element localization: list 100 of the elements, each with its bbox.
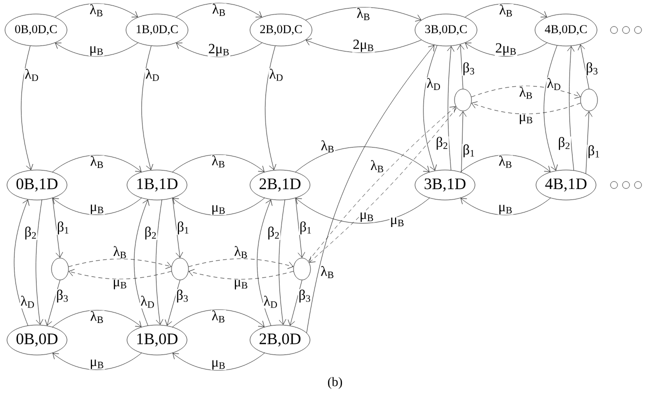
- edge-label: λ$_{B}$: [498, 156, 512, 168]
- arrow: [54, 3, 138, 18]
- state-circle: [293, 258, 311, 280]
- caption: (b): [328, 377, 342, 389]
- edge-label: λ$_{D}$: [146, 68, 159, 81]
- edge-label: λ$_{D}$: [426, 78, 440, 90]
- arrow: [52, 310, 142, 328]
- arrow: [464, 4, 547, 18]
- edge-label: λ$_{B}$: [212, 310, 224, 322]
- edge-label: λ$_{B}$: [320, 266, 334, 278]
- edge-label: μ$_{B}$: [114, 280, 126, 290]
- arrow: [264, 46, 276, 170]
- edge-label: β$_{1}$: [300, 222, 311, 234]
- arrow: [55, 42, 138, 57]
- edge-label: β$_{1}$: [178, 222, 188, 234]
- arrow: [305, 7, 422, 22]
- arrow: [578, 44, 590, 89]
- edge-label: β$_{3}$: [586, 62, 598, 76]
- edge-label: β$_{1}$: [58, 222, 68, 234]
- edge-label: β$_{3}$: [177, 290, 188, 303]
- arrow: [188, 269, 294, 280]
- arrow: [52, 155, 142, 172]
- arrow: [457, 44, 464, 89]
- edge-label: λ$_{B}$: [212, 4, 225, 16]
- arrow: [567, 46, 575, 171]
- edge-label: μ$_{B}$: [90, 360, 104, 370]
- arrow: [471, 86, 580, 99]
- edge-label: μ$_{B}$: [360, 212, 374, 222]
- edge-label: λ$_{B}$: [90, 156, 103, 168]
- arrow: [176, 42, 262, 58]
- edge-label: λ$_{B}$: [519, 86, 532, 99]
- edge-label: λ$_{B}$: [113, 246, 126, 258]
- state-circle: [171, 258, 189, 280]
- arrow: [459, 111, 467, 172]
- arrow: [278, 200, 286, 325]
- edge-label: λ$_{B}$: [234, 246, 247, 258]
- arrow: [544, 45, 558, 171]
- edge-label: 2μ$_{B}$: [353, 40, 374, 52]
- arrow: [68, 258, 172, 269]
- arrow: [447, 46, 454, 170]
- edge-label: μ$_{B}$: [212, 360, 225, 370]
- edge-label: 2μ$_{B}$: [496, 43, 516, 56]
- arrow: [52, 198, 64, 258]
- arrow: [141, 46, 154, 170]
- edge-label: λ$_{B}$: [356, 8, 370, 20]
- arrow: [256, 200, 272, 326]
- edge-label: λ$_{D}$: [264, 296, 277, 308]
- edge-label: μ$_{B}$: [234, 280, 248, 290]
- arrow: [36, 200, 44, 325]
- arrow: [68, 269, 172, 280]
- arrow: [164, 280, 180, 326]
- edge-label: β$_{3}$: [57, 290, 68, 303]
- edge-label: λ$_{D}$: [270, 68, 283, 81]
- arrow: [296, 198, 430, 224]
- arrow: [14, 200, 30, 326]
- edge-label: β$_{1}$: [464, 144, 474, 158]
- arrow: [460, 198, 551, 216]
- arrow: [172, 154, 264, 172]
- arrow: [134, 200, 150, 326]
- state-circle: [454, 88, 472, 112]
- arrow: [172, 198, 184, 258]
- arrow: [176, 2, 262, 18]
- edge-label: β$_{2}$: [268, 226, 279, 240]
- arrow: [44, 280, 60, 326]
- edge-label: β$_{1}$: [588, 145, 600, 158]
- edge-label: β$_{2}$: [558, 137, 570, 150]
- edge-label: β$_{2}$: [25, 226, 36, 240]
- edge-label: λ$_{B}$: [212, 155, 224, 168]
- arrow: [460, 154, 550, 172]
- edge-label: λ$_{B}$: [370, 160, 384, 172]
- arrow: [423, 45, 438, 171]
- arrow: [52, 352, 142, 370]
- edge-label: λ$_{D}$: [140, 296, 154, 308]
- edge-label: μ$_{B}$: [90, 46, 103, 56]
- edge-label: μ$_{B}$: [520, 114, 532, 124]
- edge-label: λ$_{B}$: [90, 4, 102, 16]
- edge-label: μ$_{B}$: [499, 204, 512, 214]
- edge-label: λ$_{B}$: [90, 310, 103, 323]
- arrow: [472, 101, 581, 114]
- edge-label: μ$_{B}$: [90, 204, 104, 214]
- state-circle: [51, 258, 69, 280]
- edge-label: β$_{2}$: [145, 226, 156, 240]
- edge-label: λ$_{D}$: [25, 68, 38, 81]
- arrow: [288, 280, 302, 326]
- arrow: [465, 42, 548, 56]
- arrow: [306, 38, 422, 53]
- edge-label: β$_{2}$: [436, 136, 448, 150]
- edge-label: λ$_{D}$: [20, 296, 34, 308]
- state-circle: [580, 88, 598, 112]
- edge-label: 2μ$_{B}$: [208, 44, 229, 56]
- edge-label: μ$_{B}$: [391, 218, 404, 228]
- arrow: [172, 198, 265, 216]
- edge-label: λ$_{B}$: [321, 140, 334, 152]
- arrow: [188, 258, 294, 269]
- edge-label: λ$_{B}$: [499, 4, 512, 16]
- arrow: [52, 198, 142, 215]
- arrow: [306, 45, 434, 334]
- edge-label: μ$_{B}$: [212, 205, 225, 215]
- edge-label: λ$_{D}$: [547, 78, 560, 90]
- arrow: [172, 352, 265, 371]
